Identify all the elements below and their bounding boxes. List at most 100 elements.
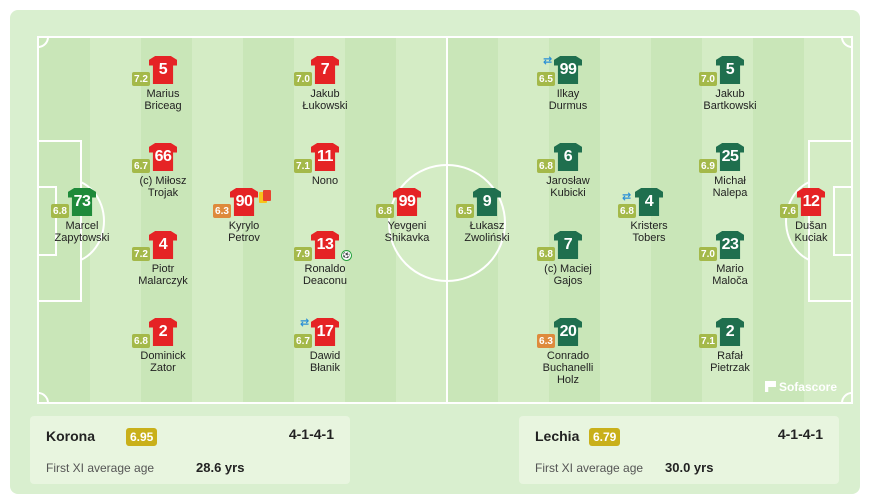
player-rating: 6.5 <box>456 204 474 218</box>
player-home-gk[interactable]: 73 6.8 Marcel Zapytowski <box>39 188 137 274</box>
player-home[interactable]: 13 7.9 ⚽ Ronaldo Deaconu <box>270 231 380 317</box>
average-age-value: 30.0 yrs <box>665 460 714 475</box>
corner-arc <box>39 38 49 48</box>
shirt-icon: 7 <box>311 56 339 84</box>
lineup-card: 73 6.8 Marcel Zapytowski 5 7.2 Marius Br… <box>10 10 860 494</box>
player-name: Marcel Zapytowski <box>54 220 110 244</box>
player-away[interactable]: 23 7.0 Mario Maloča <box>675 231 785 317</box>
player-name: Michał Nalepa <box>712 175 748 199</box>
team-rating: 6.95 <box>126 428 158 446</box>
player-name: Jakub Bartkowski <box>703 88 757 112</box>
player-rating: 6.8 <box>537 159 555 173</box>
shirt-icon: 20 <box>554 318 582 346</box>
player-home[interactable]: 99 6.8 Yevgeni Shikavka <box>352 188 462 274</box>
player-rating: 7.9 <box>294 247 312 261</box>
player-name: Yevgeni Shikavka <box>384 220 430 244</box>
player-home[interactable]: 7 7.0 Jakub Łukowski <box>270 56 380 142</box>
shirt-icon: 4 <box>149 231 177 259</box>
shirt-icon: 5 <box>149 56 177 84</box>
player-name: Dawid Błanik <box>309 350 341 374</box>
substitution-icon: ⇄ <box>543 55 553 67</box>
shirt-icon: 11 <box>311 143 339 171</box>
shirt-icon: 23 <box>716 231 744 259</box>
shirt-icon: 12 <box>797 188 825 216</box>
penalty-box-right <box>808 140 851 302</box>
player-name: Nono <box>311 175 339 187</box>
team-rating: 6.79 <box>589 428 621 446</box>
player-home[interactable]: 66 6.7 (c) Miłosz Trojak <box>108 143 218 229</box>
player-away[interactable]: 4 6.8 ⇄ Kristers Tobers <box>594 188 704 274</box>
red-card-icon <box>263 190 271 201</box>
player-name: (c) Miłosz Trojak <box>139 175 187 199</box>
player-rating: 7.0 <box>294 72 312 86</box>
player-name: Dominick Zator <box>140 350 186 374</box>
player-rating: 7.2 <box>132 247 150 261</box>
team-formation: 4-1-4-1 <box>777 426 823 442</box>
shirt-icon: 90 <box>230 188 258 216</box>
shirt-icon: 7 <box>554 231 582 259</box>
shirt-icon: 99 <box>554 56 582 84</box>
goal-area-left <box>39 186 57 256</box>
player-home[interactable]: 4 7.2 Piotr Malarczyk <box>108 231 218 317</box>
player-rating: 7.2 <box>132 72 150 86</box>
player-name: (c) Maciej Gajos <box>544 263 592 287</box>
player-away[interactable]: 99 6.5 ⇄ Ilkay Durmus <box>513 55 623 142</box>
player-rating: 7.0 <box>699 247 717 261</box>
pitch: 73 6.8 Marcel Zapytowski 5 7.2 Marius Br… <box>37 36 853 404</box>
average-age-value: 28.6 yrs <box>196 460 245 475</box>
shirt-icon: 5 <box>716 56 744 84</box>
player-name: Conrado Buchanelli Holz <box>542 350 594 386</box>
player-name: Rafał Pietrzak <box>710 350 750 374</box>
shirt-icon: 2 <box>716 318 744 346</box>
player-home[interactable]: 2 6.8 Dominick Zator <box>108 318 218 402</box>
corner-arc <box>841 392 851 402</box>
average-age-label: First XI average age <box>535 461 644 475</box>
player-rating: 6.3 <box>537 334 555 348</box>
shirt-icon: 99 <box>393 188 421 216</box>
goal-icon: ⚽ <box>341 250 352 261</box>
player-name: Jakub Łukowski <box>302 88 348 112</box>
player-away[interactable]: 20 6.3 Conrado Buchanelli Holz <box>513 318 623 402</box>
player-away-gk[interactable]: 12 7.6 Dušan Kuciak <box>756 188 851 274</box>
corner-arc <box>841 38 851 48</box>
player-away[interactable]: 7 6.8 (c) Maciej Gajos <box>513 231 623 317</box>
shirt-icon: 73 <box>68 188 96 216</box>
team-name[interactable]: Korona <box>46 428 95 444</box>
shirt-icon: 66 <box>149 143 177 171</box>
player-rating: 6.3 <box>213 204 231 218</box>
shirt-icon: 4 <box>635 188 663 216</box>
player-name: Kyrylo Petrov <box>228 220 260 244</box>
player-rating: 6.8 <box>51 204 69 218</box>
average-age-label: First XI average age <box>46 461 155 475</box>
player-name: Ilkay Durmus <box>548 88 588 112</box>
player-rating: 6.8 <box>376 204 394 218</box>
player-home[interactable]: 11 7.1 Nono <box>270 143 380 229</box>
player-rating: 6.7 <box>132 159 150 173</box>
player-away[interactable]: 9 6.5 Łukasz Zwoliński <box>432 188 542 274</box>
player-home[interactable]: 90 6.3 Kyrylo Petrov <box>189 188 299 274</box>
player-name: Ronaldo Deaconu <box>302 263 348 287</box>
home-team-summary: Korona 6.95 4-1-4-1 First XI average age… <box>30 416 350 484</box>
corner-arc <box>39 392 49 402</box>
team-name[interactable]: Lechia <box>535 428 580 444</box>
sofascore-watermark: Sofascore <box>764 380 837 394</box>
center-circle <box>388 164 506 282</box>
player-name: Mario Maloča <box>712 263 748 287</box>
player-home[interactable]: 5 7.2 Marius Briceag <box>108 56 218 142</box>
player-rating: 7.6 <box>780 204 798 218</box>
sofascore-logo-icon <box>764 381 776 392</box>
player-rating: 6.8 <box>537 247 555 261</box>
player-rating: 6.7 <box>294 334 312 348</box>
shirt-icon: 13 <box>311 231 339 259</box>
player-away[interactable]: 5 7.0 Jakub Bartkowski <box>675 56 785 142</box>
player-rating: 7.1 <box>294 159 312 173</box>
player-away[interactable]: 25 6.9 Michał Nalepa <box>675 143 785 229</box>
shirt-icon: 2 <box>149 318 177 346</box>
team-formation: 4-1-4-1 <box>288 426 334 442</box>
player-away[interactable]: 6 6.8 Jarosław Kubicki <box>513 143 623 229</box>
player-name: Kristers Tobers <box>630 220 668 244</box>
player-home[interactable]: 17 6.7 ⇄ Dawid Błanik <box>270 317 380 402</box>
player-away[interactable]: 2 7.1 Rafał Pietrzak <box>675 318 785 402</box>
shirt-icon: 6 <box>554 143 582 171</box>
shirt-icon: 9 <box>473 188 501 216</box>
